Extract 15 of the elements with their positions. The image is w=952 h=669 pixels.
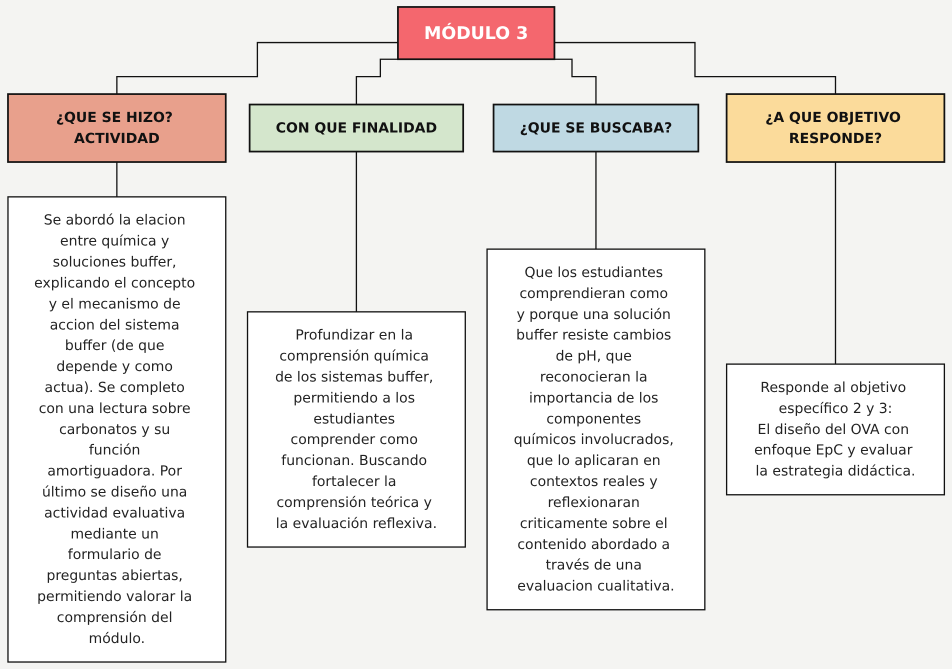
node-box: Que los estudiantes comprendieran como y porque una solución buffer resiste cambios de pH, que reconocieran la importancia de los componentes químicos involucrados, que lo aplicaran en contextos reales y reflexionaran criticamente sobre el contenido abordado a través de una evaluacion cualitativa. bbox=[486, 248, 706, 610]
connector bbox=[834, 161, 836, 365]
node-box: Profundizar en la comprensión química de los sistemas buffer, permitiendo a los estudiantes comprender como funcionan. Buscando fortalecer la comprensión teórica y la evaluación reflexiva. bbox=[246, 311, 466, 548]
connector bbox=[595, 150, 596, 250]
node-box: ¿QUE SE BUSCABA? bbox=[492, 104, 700, 152]
connector bbox=[554, 42, 836, 95]
node-box: CON QUE FINALIDAD bbox=[248, 104, 464, 152]
node-box: Responde al objetivo específico 2 y 3: El diseño del OVA con enfoque EpC y evaluar la estrategia didáctica. bbox=[726, 363, 945, 496]
node-box: MÓDULO 3 bbox=[396, 6, 556, 60]
node-box: Se abordó la elacion entre química y soluciones buffer, explicando el concepto y el mecanismo de accion del sistema buffer (de que depende y como actua). Se completo con una lectura sobre carbonatos y su función amortiguadora. Por último se diseño una actividad evaluativa mediante un formulario de preguntas abiertas, permitiendo valorar la comprensión del módulo. bbox=[7, 196, 226, 663]
node-box: ¿QUE SE HIZO? ACTIVIDAD bbox=[6, 93, 226, 163]
connector bbox=[356, 150, 357, 312]
node-box: ¿A QUE OBJETIVO RESPONDE? bbox=[726, 93, 946, 163]
connector bbox=[116, 161, 118, 198]
connector bbox=[116, 42, 398, 95]
